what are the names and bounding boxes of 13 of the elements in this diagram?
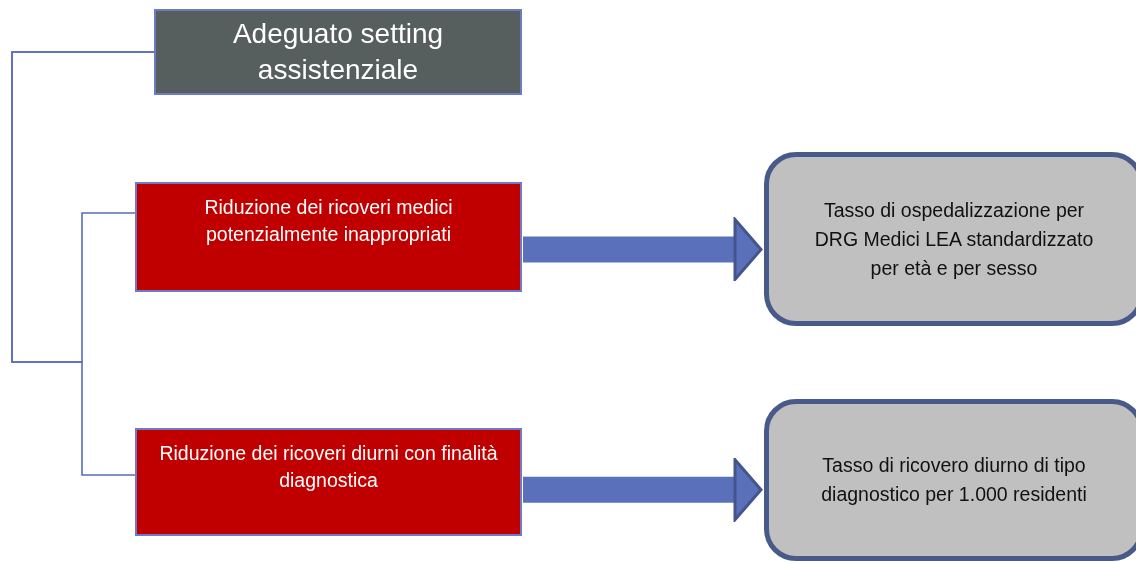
objective-box: [135, 182, 522, 292]
title-box: [154, 9, 522, 95]
box-text: Tasso di ospedalizzazione per DRG Medici LEA standardizzato per età e per sesso: [813, 197, 1095, 281]
indicator-box: [764, 152, 1136, 326]
box-text: Riduzione dei ricoveri medici potenzialmente inappropriati: [203, 195, 454, 247]
objective-box: [135, 428, 522, 536]
connector-line: [11, 51, 155, 476]
box-text: Adeguato setting assistenziale: [231, 17, 445, 87]
indicator-box: [764, 399, 1136, 561]
block-arrow: [523, 458, 763, 522]
block-arrow: [523, 217, 763, 281]
box-text: Riduzione dei ricoveri diurni con finalità diagnostica: [158, 441, 499, 493]
box-text: Tasso di ricovero diurno di tipo diagnostico per 1.000 residenti: [820, 453, 1088, 507]
